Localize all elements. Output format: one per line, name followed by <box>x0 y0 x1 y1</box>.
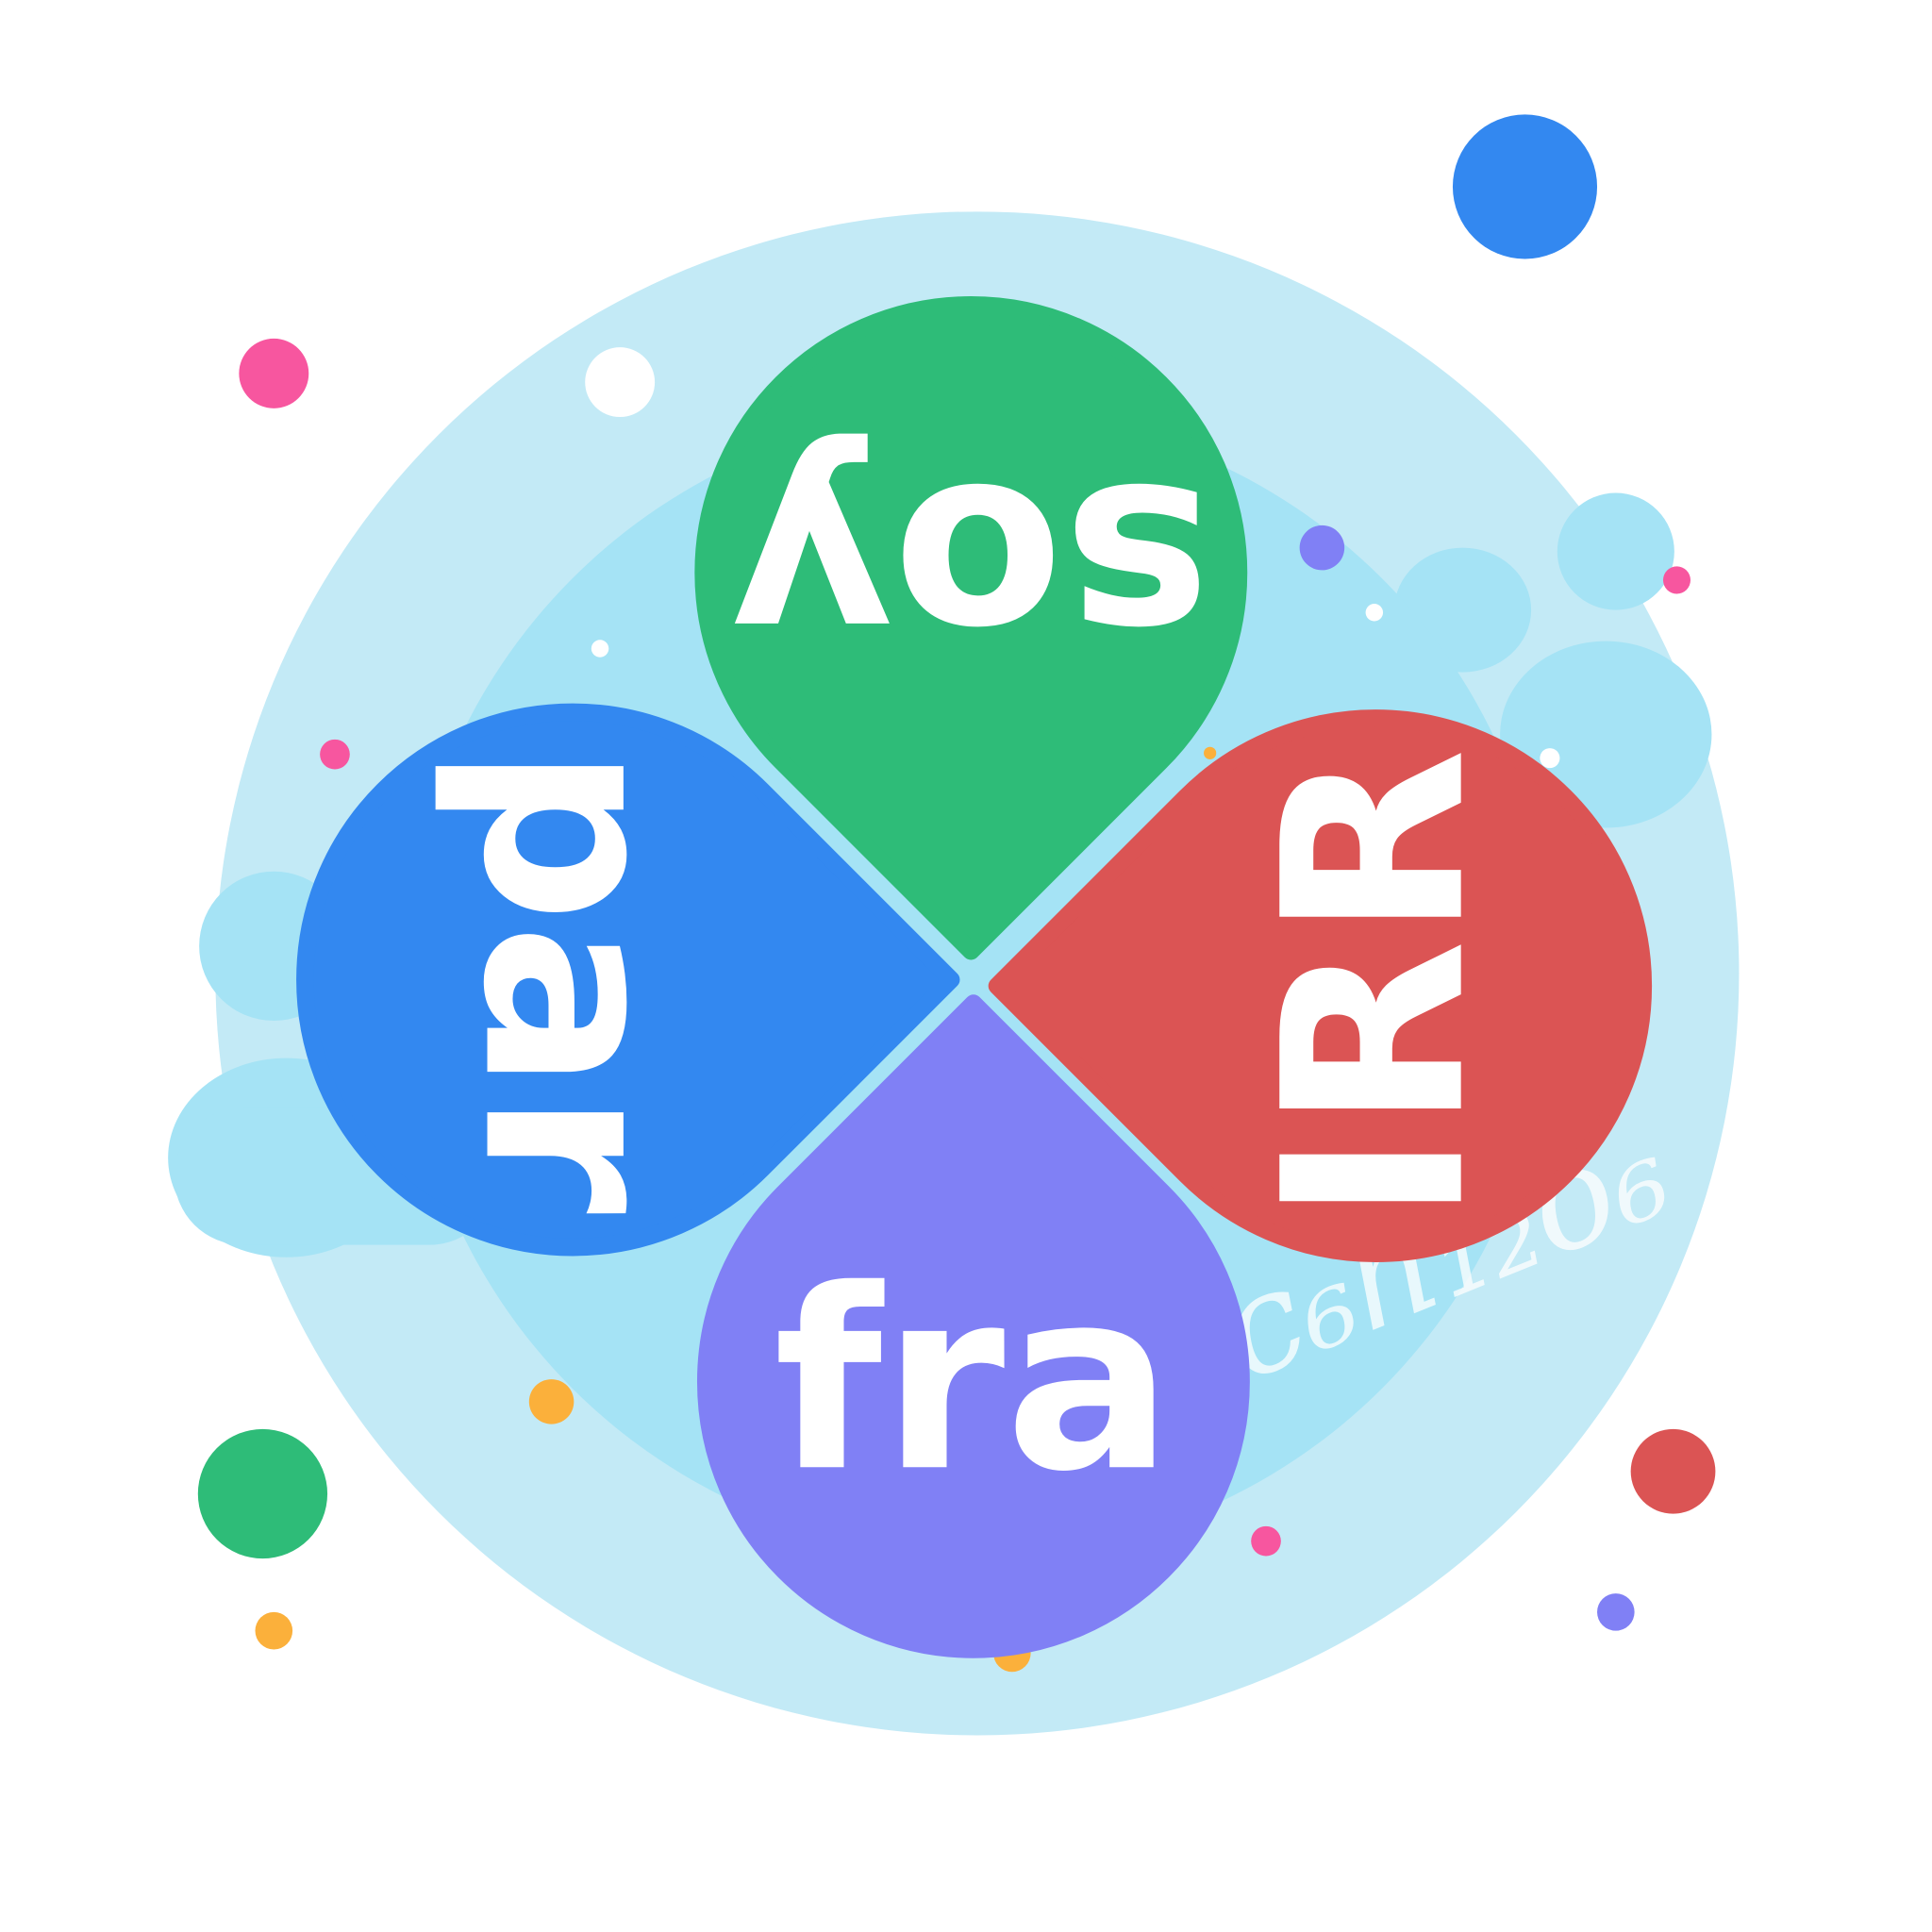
decorative-dots <box>197 114 1716 1673</box>
dot <box>255 1611 293 1650</box>
petal-shape <box>696 994 1250 1658</box>
petal-shape <box>296 703 960 1257</box>
dot <box>1662 566 1690 594</box>
petal-label-right: IRR <box>1231 748 1521 1224</box>
dot <box>1557 492 1674 610</box>
dot <box>1597 1593 1635 1631</box>
dot <box>1251 1525 1281 1557</box>
dot <box>1452 114 1598 259</box>
dot <box>585 347 656 418</box>
dot <box>197 1428 328 1559</box>
dot <box>1365 604 1384 622</box>
dot <box>239 338 309 408</box>
dot <box>1204 746 1217 759</box>
petal-top: soy <box>694 296 1248 960</box>
dot <box>591 640 609 658</box>
dot <box>1540 748 1560 769</box>
petal-right: IRR <box>988 709 1653 1263</box>
petal-bottom: fra <box>696 994 1250 1658</box>
petal-label-top: soy <box>730 428 1211 718</box>
dot <box>528 1379 575 1424</box>
inner-circle <box>404 410 1550 1557</box>
dot <box>1630 1428 1716 1514</box>
petal-label-bottom: fra <box>774 1237 1173 1526</box>
dot <box>398 1262 414 1277</box>
petal-shape <box>988 709 1653 1263</box>
petal-left: par <box>296 703 960 1257</box>
dot <box>1299 525 1345 571</box>
petal-label-left: par <box>428 745 718 1216</box>
dot <box>320 739 350 770</box>
petal-shape <box>694 296 1248 960</box>
